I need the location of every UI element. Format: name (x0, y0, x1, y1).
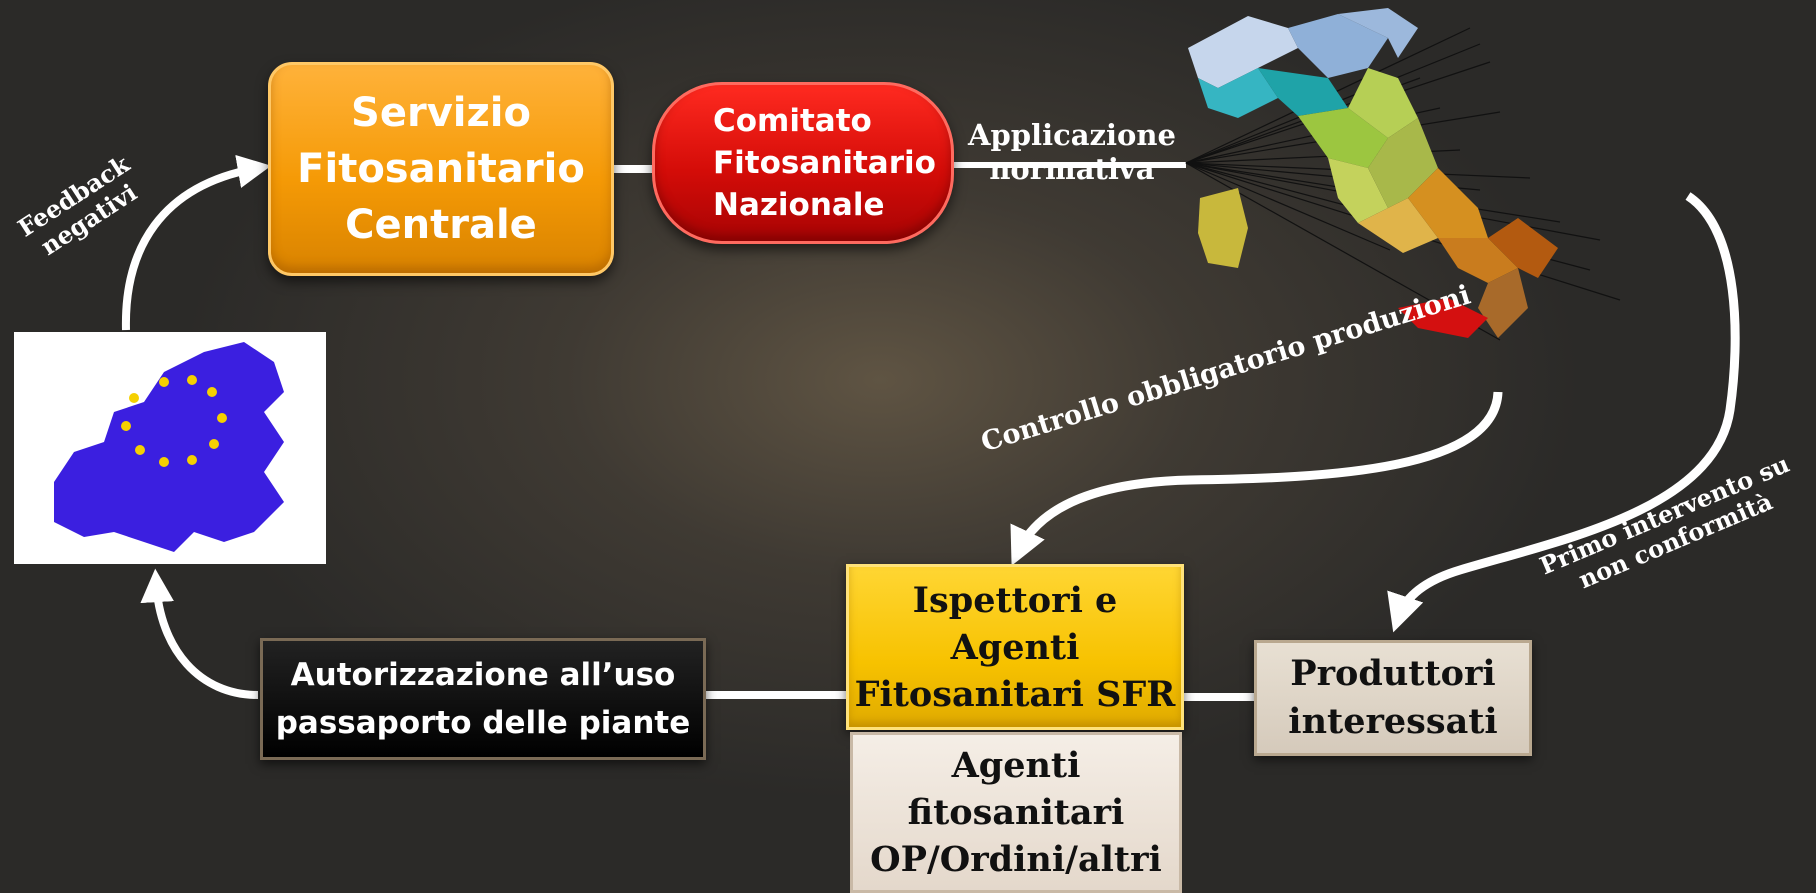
comitato-line-3: Nazionale (713, 187, 885, 223)
agenti-fitosanitari-box: Agenti fitosanitari OP/Ordini/altri (850, 732, 1182, 893)
servizio-fitosanitario-centrale-box: Servizio Fitosanitario Centrale (268, 62, 614, 276)
label-applicazione-normativa: Applicazione normativa (968, 118, 1176, 186)
applicazione-line-1: Applicazione (968, 118, 1176, 152)
produttori-line-1: Produttori (1290, 653, 1496, 694)
servizio-line-2: Fitosanitario (297, 146, 585, 192)
ispettori-line-2: Agenti (950, 626, 1080, 668)
ispettori-line-3: Fitosanitari SFR (854, 673, 1176, 715)
arrow-controllo (1010, 391, 1503, 566)
comitato-fitosanitario-nazionale-box: Comitato Fitosanitario Nazionale (652, 82, 954, 244)
servizio-line-1: Servizio (351, 90, 531, 136)
comitato-line-2: Fitosanitario (713, 145, 936, 181)
produttori-interessati-box: Produttori interessati (1254, 640, 1532, 756)
autorizzazione-line-2: passaporto delle piante (275, 705, 691, 741)
comitato-line-1: Comitato (713, 103, 872, 139)
agenti-line-2: fitosanitari (907, 792, 1125, 833)
arrow-feedback (121, 154, 272, 331)
autorizzazione-line-1: Autorizzazione all’uso (290, 657, 676, 693)
italy-regions-map-icon (1188, 8, 1558, 338)
europe-map-image (14, 332, 326, 564)
ispettori-line-1: Ispettori e (912, 579, 1118, 621)
arrow-autorizzazione-eu (140, 568, 259, 699)
servizio-line-3: Centrale (345, 202, 537, 248)
agenti-line-3: OP/Ordini/altri (870, 839, 1162, 880)
autorizzazione-box: Autorizzazione all’uso passaporto delle … (260, 638, 706, 760)
applicazione-line-2: normativa (989, 152, 1155, 186)
arrow-primo (1387, 192, 1740, 633)
produttori-line-2: interessati (1288, 701, 1498, 742)
europe-map-icon (54, 342, 284, 552)
agenti-line-1: Agenti (951, 745, 1081, 786)
ispettori-agenti-box: Ispettori e Agenti Fitosanitari SFR (846, 564, 1184, 730)
